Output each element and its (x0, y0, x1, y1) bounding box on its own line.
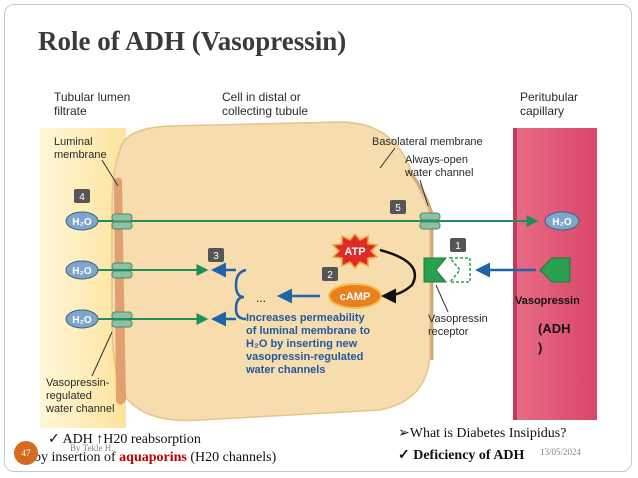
luminal-membrane-label: Luminal (54, 136, 93, 148)
svg-text:water channel: water channel (45, 403, 115, 415)
svg-text:of luminal membrane to: of luminal membrane to (246, 325, 370, 337)
svg-text:3: 3 (213, 251, 219, 262)
svg-text:ATP: ATP (344, 246, 365, 258)
footer-date: 13/05/2024 (540, 447, 582, 457)
svg-text:water channels: water channels (245, 364, 325, 376)
atp-burst: ATP (331, 232, 379, 270)
step-2-badge: 2 (322, 267, 338, 281)
svg-text:H₂O: H₂O (72, 266, 92, 277)
step-1-badge: 1 (450, 238, 466, 252)
aquaporins-highlight: aquaporins (119, 450, 187, 465)
cascade-ellipsis: ... (256, 291, 266, 305)
vasopressin-channel-label: Vasopressin- (46, 377, 110, 389)
svg-text:Peritubular: Peritubular (520, 90, 578, 104)
adh-deficiency-answer: ✓ Deficiency of ADH (398, 448, 525, 463)
svg-text:receptor: receptor (428, 326, 469, 338)
slide-frame (4, 4, 632, 472)
permeability-description: Increases permeability of luminal membra… (245, 312, 370, 376)
svg-text:4: 4 (79, 192, 85, 203)
h2o-capillary: H₂O (544, 211, 580, 231)
svg-text:capillary: capillary (520, 104, 564, 118)
footer-author: By Tekle H. (70, 443, 114, 453)
svg-text:cAMP: cAMP (340, 291, 371, 303)
h2o-lumen-bottom: H₂O (65, 309, 99, 329)
svg-text:2: 2 (327, 270, 333, 281)
always-open-water-channel (419, 212, 441, 230)
svg-text:Cell in distal or: Cell in distal or (222, 90, 301, 104)
h2o-lumen-mid: H₂O (65, 260, 99, 280)
luminal-water-channels (111, 213, 133, 328)
svg-text:Tubular lumen: Tubular lumen (54, 90, 130, 104)
page-number: 47 (14, 441, 38, 465)
svg-text:regulated: regulated (46, 390, 92, 402)
vasopressin-label: Vasopressin (515, 295, 580, 307)
svg-text:Increases permeability: Increases permeability (246, 312, 366, 324)
adh-note: (ADH (538, 321, 571, 336)
svg-text:): ) (538, 340, 542, 355)
always-open-label: Always-open (405, 154, 468, 166)
camp-burst: cAMP (328, 283, 382, 309)
h2o-lumen-top: H₂O (65, 211, 99, 231)
svg-text:collecting tubule: collecting tubule (222, 104, 308, 118)
step-4-badge: 4 (74, 189, 90, 203)
svg-text:5: 5 (395, 203, 401, 214)
vasopressin-molecule (539, 257, 571, 283)
vasopressin-receptor (423, 257, 471, 283)
svg-text:H₂O: H₂O (552, 217, 572, 228)
svg-text:water channel: water channel (404, 167, 474, 179)
step-5-badge: 5 (390, 200, 406, 214)
svg-text:H₂O by inserting new: H₂O by inserting new (246, 338, 358, 350)
svg-text:H₂O: H₂O (72, 217, 92, 228)
svg-text:1: 1 (455, 241, 461, 252)
basolateral-membrane-label: Basolateral membrane (372, 136, 483, 148)
vasopressin-receptor-label: Vasopressin (428, 313, 488, 325)
diabetes-insipidus-question: ➢What is Diabetes Insipidus? (398, 426, 567, 441)
adh-reabsorption-point: ✓ ADH ↑H20 reabsorption (48, 432, 201, 447)
aquaporin-point: by insertion of aquaporins (H20 channels… (34, 450, 277, 465)
figure-headers: Tubular lumen filtrate Cell in distal or… (54, 90, 578, 118)
svg-text:membrane: membrane (54, 149, 107, 161)
svg-text:filtrate: filtrate (54, 104, 87, 118)
slide-title: Role of ADH (Vasopressin) (38, 26, 347, 56)
step-3-badge: 3 (208, 248, 224, 262)
luminal-membrane (114, 177, 126, 405)
svg-text:H₂O: H₂O (72, 315, 92, 326)
svg-text:vasopressin-regulated: vasopressin-regulated (246, 351, 363, 363)
